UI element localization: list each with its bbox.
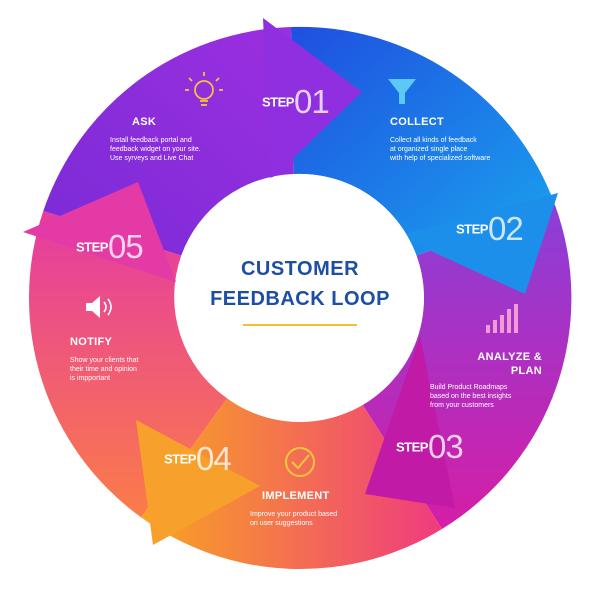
ask-description-line: Use syrveys and Live Chat [110,155,194,162]
step-number: 01 [293,83,330,120]
implement-description-line: on user suggestions [250,520,313,527]
collect-description: Collect all kinds of feedback at organiz… [390,136,540,163]
diagram-title-line1: CUSTOMER [240,258,360,280]
analyze-heading-line: PLAN [510,365,542,377]
ask-description-line: feedback widget on your site. [110,146,201,153]
diagram-title-line2: FEEDBACK LOOP [210,288,390,310]
check-badge-icon [285,447,315,477]
step-05-label: STEP05 [76,228,144,266]
step-03-label: STEP03 [396,428,464,466]
segment-notify [29,211,228,518]
segment-collect [291,26,555,256]
step-word: STEP [262,94,294,110]
step-word: STEP [456,221,488,237]
notify-description-line: Show your clients that [70,357,139,364]
implement-description-line: Improve your product based [250,511,338,518]
collect-heading: COLLECT [390,116,445,128]
analyze-description-line: based on the best insights [430,393,512,400]
center-hub [176,174,424,422]
step-word: STEP [164,451,196,467]
analyze-description-line: Build Product Roadmaps [430,384,508,391]
implement-heading: IMPLEMENT [262,490,330,502]
collect-description-line: at organized single place [390,146,468,153]
bar-chart-icon [486,304,518,333]
ask-description-line: Install feedback portal and [110,137,192,144]
funnel-icon [388,79,416,104]
arrow-step-01 [263,18,362,180]
step-02-label: STEP02 [456,210,524,248]
ask-description: Install feedback portal and feedback wid… [110,136,260,163]
notify-description-line: their time and opinion [70,366,137,373]
notify-description: Show your clients that their time and op… [70,356,180,383]
analyze-description: Build Product Roadmaps based on the best… [430,383,560,410]
analyze-description-line: from your customers [430,402,494,409]
step-word: STEP [76,239,108,255]
step-number: 03 [427,428,464,465]
ask-heading: ASK [132,116,157,128]
speaker-icon [86,296,112,318]
analyze-heading: ANALYZE & PLAN [430,350,542,378]
notify-description-line: is impportant [70,375,111,382]
arrow-step-05 [23,182,176,282]
collect-description-line: with help of specialized software [390,155,491,162]
step-word: STEP [396,439,428,455]
arrow-step-03 [365,336,455,508]
step-01-label: STEP01 [262,83,330,121]
step-number: 02 [487,210,524,247]
implement-description: Improve your product based on user sugge… [250,510,380,528]
step-number: 05 [107,228,144,265]
segment-implement [141,398,442,570]
arrow-step-04 [136,420,260,545]
step-number: 04 [195,440,232,477]
arrow-step-02 [398,193,558,294]
lightbulb-icon [185,72,223,106]
collect-description-line: Collect all kinds of feedback [390,137,477,144]
analyze-heading-line: ANALYZE & [477,351,542,363]
notify-heading: NOTIFY [70,336,113,348]
step-04-label: STEP04 [164,440,232,478]
